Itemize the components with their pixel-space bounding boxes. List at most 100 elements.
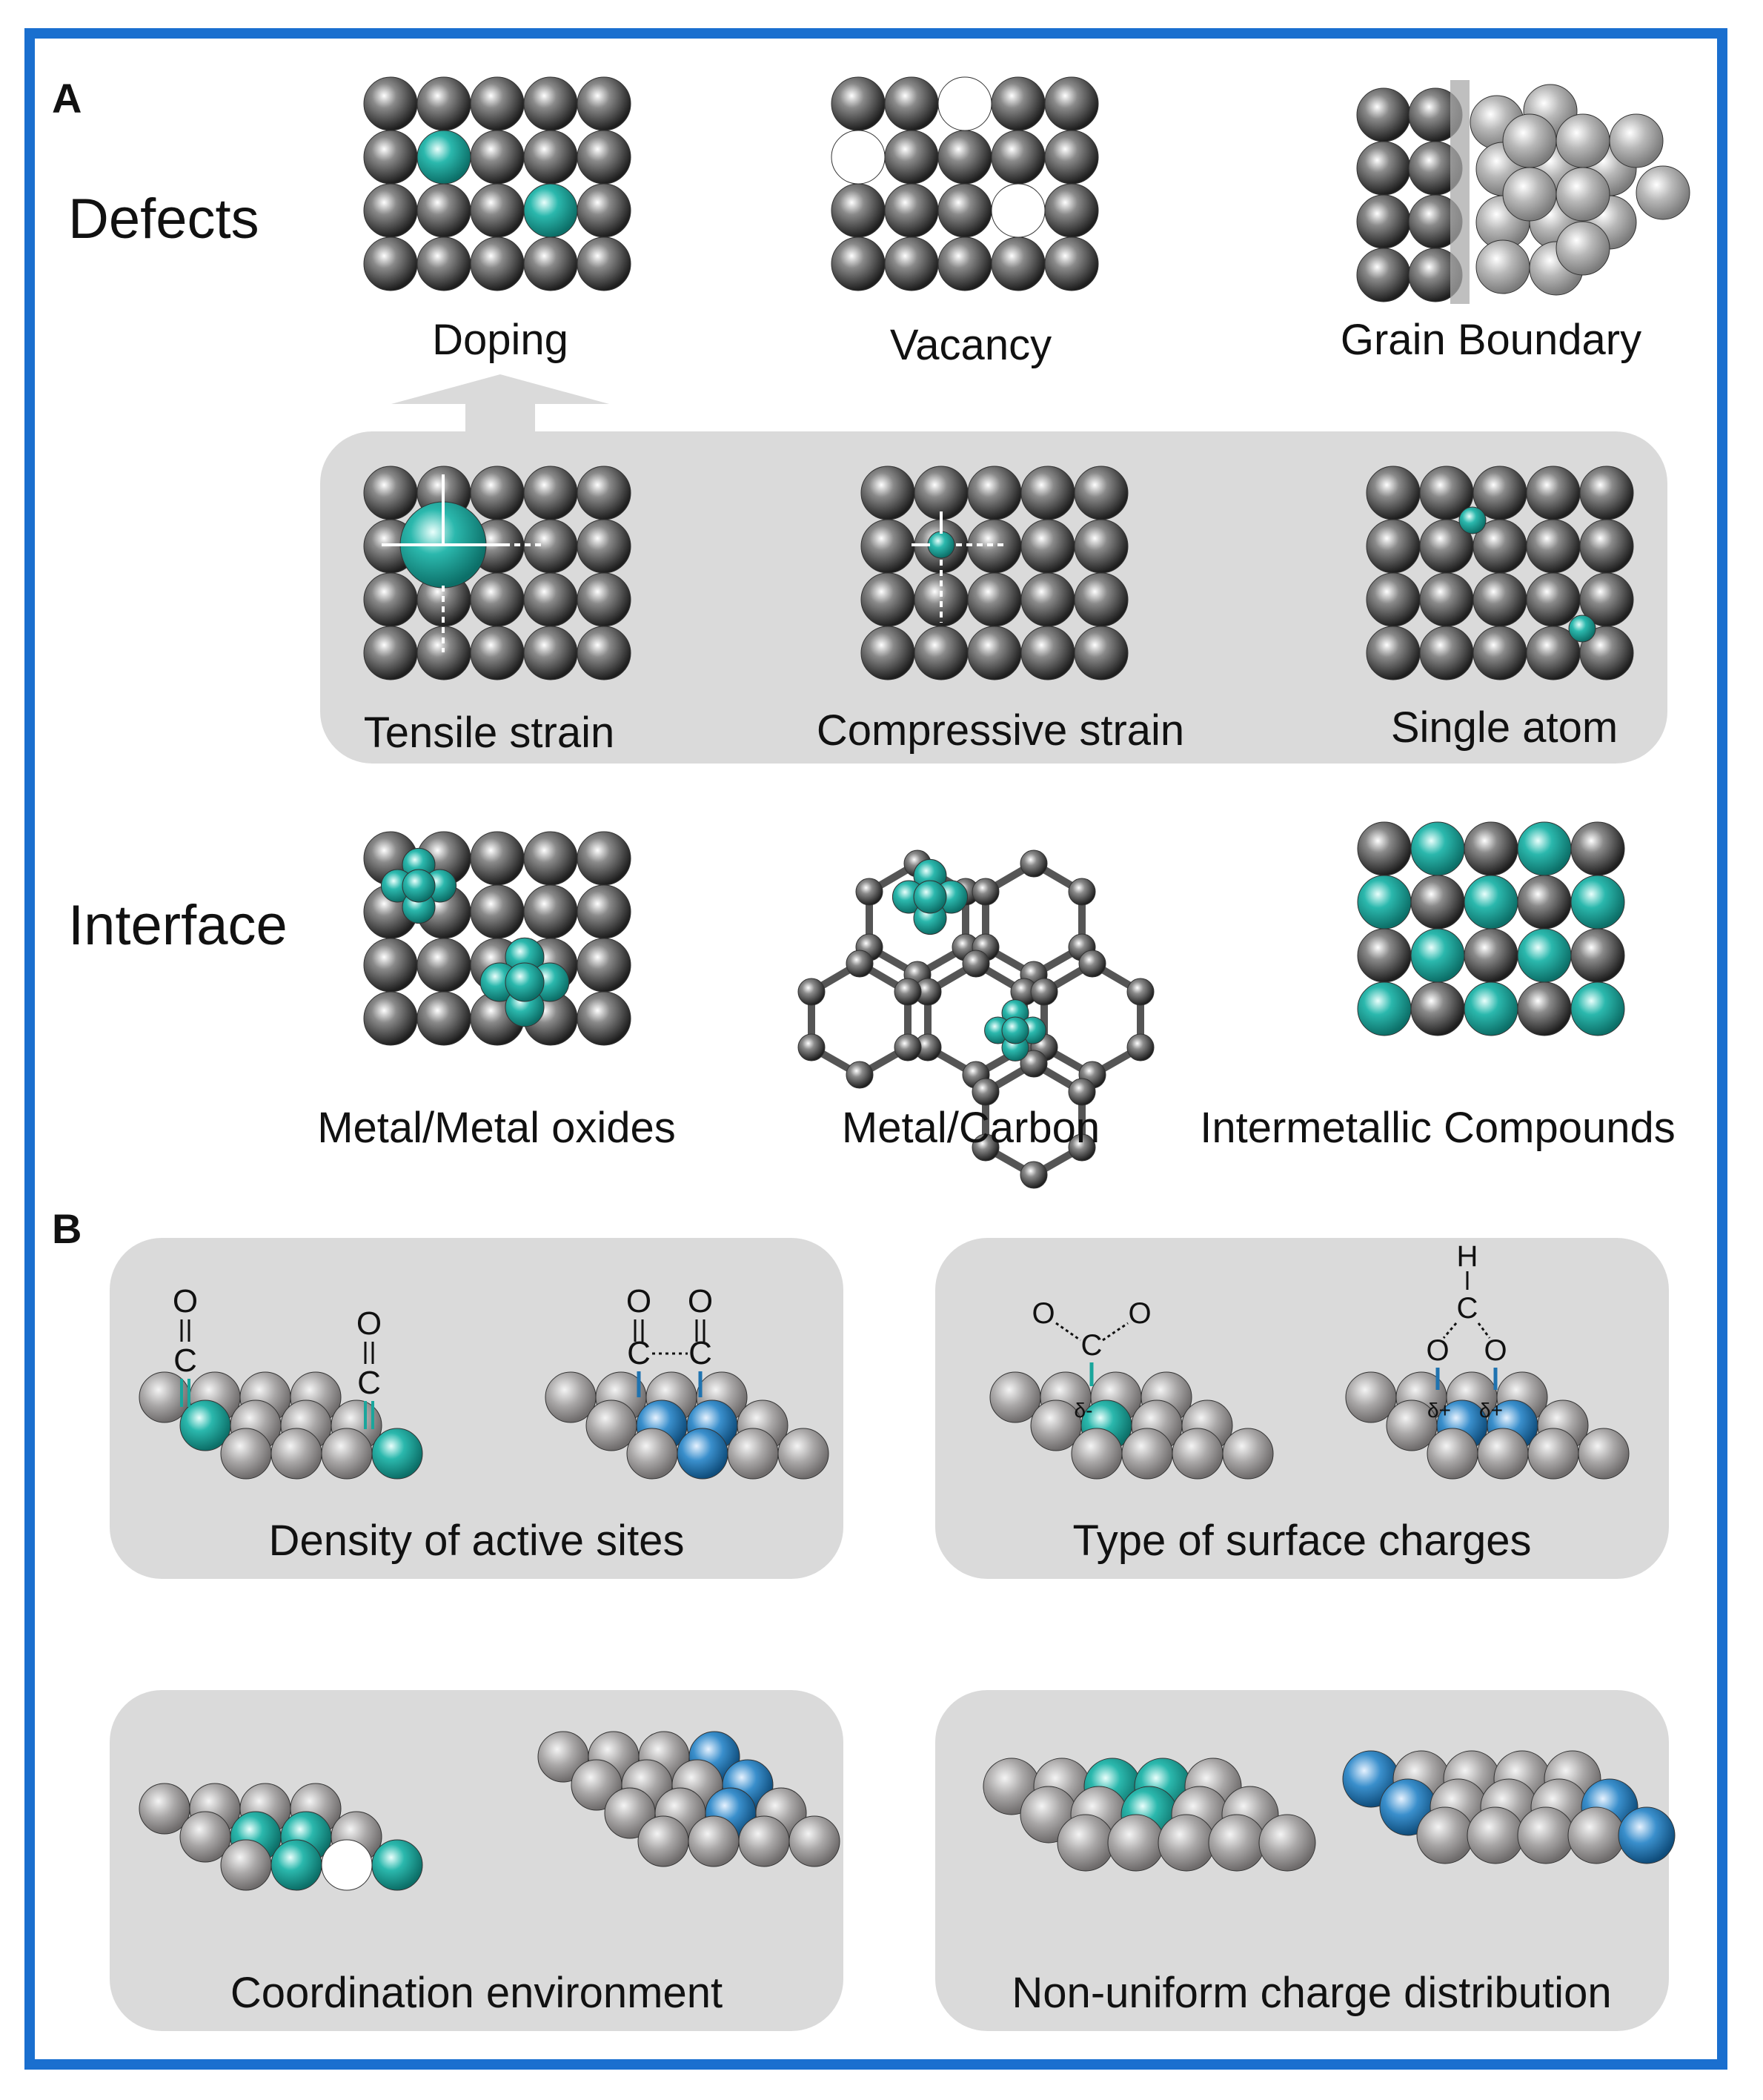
metal-atom xyxy=(1074,466,1129,520)
alloy-atom-b xyxy=(1464,875,1518,930)
metal-atom xyxy=(1020,466,1075,520)
alloy-atom-a xyxy=(1357,821,1412,876)
metal-atom xyxy=(577,466,631,520)
metal-atom xyxy=(470,466,525,520)
label-metal-metal-oxides: Metal/Metal oxides xyxy=(317,1104,676,1152)
co2-O1: O xyxy=(1032,1297,1055,1330)
carbon-atom xyxy=(846,1061,874,1089)
metal-atom xyxy=(1579,519,1634,574)
metal-atom xyxy=(416,236,471,291)
label-doping: Doping xyxy=(432,316,568,364)
co2-C: C xyxy=(1081,1329,1103,1362)
bridge-O2: O xyxy=(688,1283,713,1319)
metal-atom xyxy=(363,183,418,238)
up-arrow-icon xyxy=(391,374,609,431)
metal-atom xyxy=(1356,87,1411,142)
metal-atom xyxy=(470,183,525,238)
carbon-atom xyxy=(962,950,990,978)
metal-atom xyxy=(937,236,992,291)
metal-atom xyxy=(363,626,418,680)
metal-atom xyxy=(1044,183,1099,238)
surface-atom xyxy=(1467,1806,1524,1864)
surface-atom xyxy=(1567,1806,1625,1864)
alloy-atom-b xyxy=(1410,821,1465,876)
vacancy-site xyxy=(937,76,992,131)
grain-atom xyxy=(1636,165,1690,220)
alloy-atom-b xyxy=(1570,981,1625,1036)
panel-b-letter: B xyxy=(52,1205,82,1252)
grain-atom xyxy=(1556,167,1610,222)
surface-atom xyxy=(1578,1428,1630,1480)
metal-atom xyxy=(523,884,578,939)
label-surface-charges: Type of surface charges xyxy=(1072,1517,1532,1565)
surface-atom xyxy=(220,1428,272,1480)
carbon-atom xyxy=(894,978,922,1006)
metal-atom xyxy=(577,130,631,185)
metal-atom xyxy=(416,626,471,680)
surface-atom xyxy=(788,1815,840,1867)
surface-atom xyxy=(1477,1428,1529,1480)
alloy-atom-a xyxy=(1570,928,1625,983)
metal-atom xyxy=(470,572,525,627)
alloy-atom-a xyxy=(1570,821,1625,876)
carbon-atom xyxy=(894,1033,922,1061)
metal-atom xyxy=(1020,572,1075,627)
metal-atom xyxy=(860,626,915,680)
metal-atom xyxy=(937,183,992,238)
metal-atom xyxy=(1020,519,1075,574)
label-coordination: Coordination environment xyxy=(230,1969,723,2017)
defects-row-label: Defects xyxy=(68,188,259,251)
metal-atom xyxy=(967,466,1022,520)
metal-atom xyxy=(363,938,418,993)
cluster-atom xyxy=(1001,1016,1029,1044)
metal-atom xyxy=(884,76,939,131)
metal-atom xyxy=(523,519,578,574)
metal-atom xyxy=(1579,626,1634,680)
alloy-atom-a xyxy=(1464,928,1518,983)
carbon-atom xyxy=(1020,849,1048,878)
grain-atom xyxy=(1502,167,1557,222)
vacancy-site xyxy=(991,183,1046,238)
metal-atom xyxy=(991,130,1046,185)
grain-atom xyxy=(1609,113,1664,168)
metal-atom xyxy=(577,626,631,680)
label-density-active-sites: Density of active sites xyxy=(268,1517,685,1565)
metal-atom xyxy=(1366,572,1421,627)
metal-atom xyxy=(831,183,886,238)
alloy-atom-a xyxy=(1517,875,1572,930)
co-right-O: O xyxy=(356,1305,382,1342)
carbon-atom xyxy=(797,1033,826,1061)
metal-atom xyxy=(470,130,525,185)
delta-plus-1: δ+ xyxy=(1427,1399,1451,1422)
alloy-atom-b xyxy=(1357,981,1412,1036)
surface-atom xyxy=(1527,1428,1579,1480)
metal-atom xyxy=(577,572,631,627)
box-density xyxy=(110,1238,843,1579)
surface-atom xyxy=(270,1428,322,1480)
metal-atom xyxy=(1074,572,1129,627)
metal-atom xyxy=(1526,466,1581,520)
label-charge-distribution: Non-uniform charge distribution xyxy=(1012,1969,1612,2017)
surface-atom xyxy=(1258,1814,1316,1872)
cluster-atom xyxy=(913,880,947,914)
metal-atom xyxy=(1044,130,1099,185)
surface-atom xyxy=(738,1815,790,1867)
active-site-atom xyxy=(1618,1806,1676,1864)
metal-atom xyxy=(523,236,578,291)
metal-atom xyxy=(416,183,471,238)
dotted-bond xyxy=(1055,1322,1081,1342)
metal-atom xyxy=(1366,626,1421,680)
formate-O1: O xyxy=(1426,1334,1449,1367)
co-left-O: O xyxy=(173,1283,198,1319)
panel-a-letter: A xyxy=(52,75,82,122)
metal-atom xyxy=(860,572,915,627)
dopant-atom xyxy=(523,183,578,238)
label-grain-boundary: Grain Boundary xyxy=(1340,316,1642,364)
metal-atom xyxy=(416,938,471,993)
metal-atom xyxy=(577,884,631,939)
carbon-atom xyxy=(855,878,883,906)
metal-atom xyxy=(416,991,471,1046)
bridge-C2: C xyxy=(688,1335,712,1371)
surface-atom xyxy=(1222,1428,1274,1480)
